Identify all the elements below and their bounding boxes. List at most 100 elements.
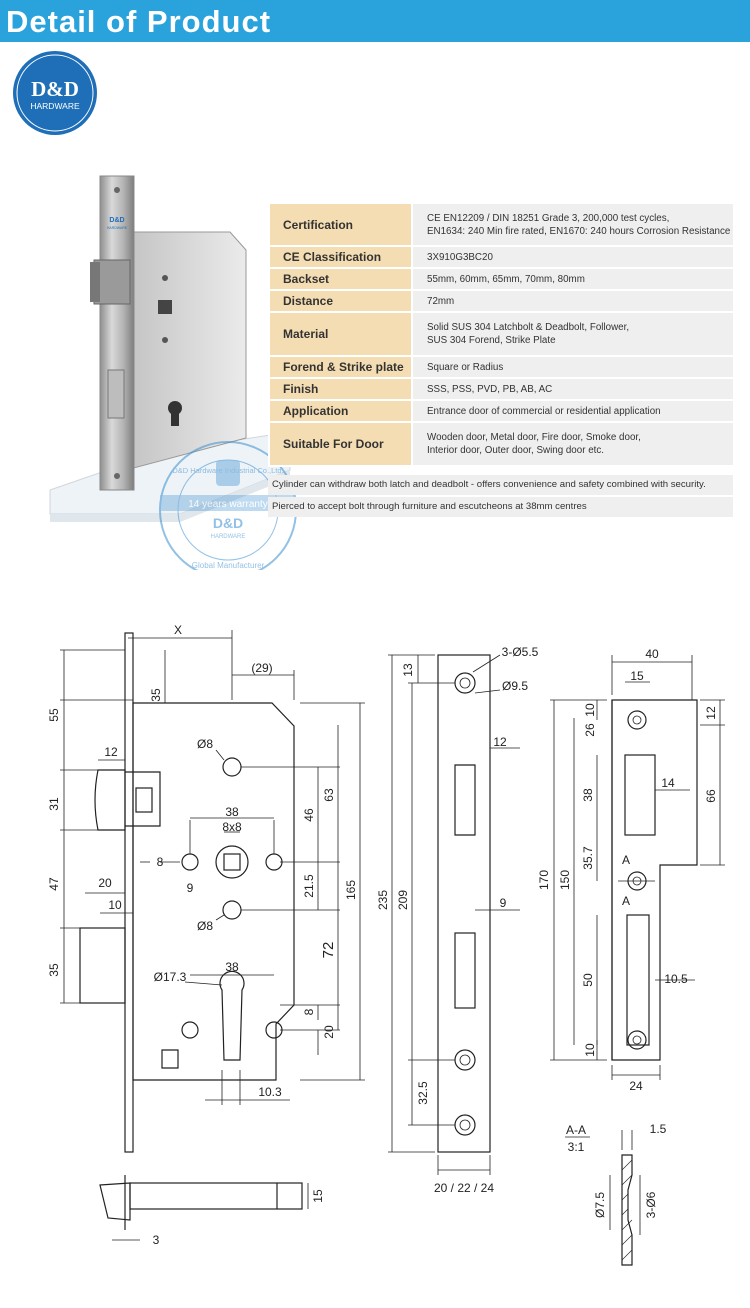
seal-brand: D&D xyxy=(213,515,243,531)
dim-235: 235 xyxy=(376,890,390,910)
spec-row: Backset 55mm, 60mm, 65mm, 70mm, 80mm xyxy=(268,268,733,291)
spec-value-line: CE EN12209 / DIN 18251 Grade 3, 200,000 … xyxy=(427,212,670,224)
dim-8-bottom: 8 xyxy=(302,1008,316,1015)
seal-tagline: Global Manufacturer xyxy=(192,561,265,570)
dim-29: (29) xyxy=(251,661,272,675)
dim-72: 72 xyxy=(320,942,337,959)
dim-31: 31 xyxy=(47,797,61,811)
dim-21-5: 21.5 xyxy=(302,874,316,898)
spec-row: Material Solid SUS 304 Latchbolt & Deadbo… xyxy=(268,312,733,357)
dim-phi8-top: Ø8 xyxy=(197,737,213,751)
page-title: Detail of Product xyxy=(6,4,272,39)
strike-brand: D&D xyxy=(109,217,124,224)
spec-value: SSS, PSS, PVD, PB, AB, AC xyxy=(411,378,733,401)
dim-10: 10 xyxy=(108,898,122,912)
dim-20: 20 xyxy=(98,876,112,890)
dim-35-bolt: 35 xyxy=(47,963,61,977)
spec-key: Material xyxy=(268,312,412,357)
dim-8x8: 8x8 xyxy=(222,820,242,834)
spec-value: 72mm xyxy=(411,290,733,313)
dim-forend-12: 12 xyxy=(493,735,507,749)
dim-63: 63 xyxy=(322,788,336,802)
spec-key: Distance xyxy=(268,290,412,313)
section-title: A-A xyxy=(566,1123,586,1137)
section-mark-a-top: A xyxy=(622,853,630,867)
dim-backset-x: X xyxy=(174,623,182,637)
seal-lock-icon xyxy=(216,460,240,486)
dim-38-top: 38 xyxy=(225,805,239,819)
spec-key: Certification xyxy=(268,204,412,247)
dim-strike-12: 12 xyxy=(704,706,718,720)
dim-phi9-5: Ø9.5 xyxy=(502,679,528,693)
spec-value-line: 3X910G3BC20 xyxy=(427,251,493,263)
dim-strike-14: 14 xyxy=(661,776,675,790)
spec-value: Entrance door of commercial or residenti… xyxy=(411,400,733,423)
header-banner: Detail of Product xyxy=(0,0,750,42)
spec-key: Suitable For Door xyxy=(268,422,412,467)
dim-strike-15: 15 xyxy=(630,669,644,683)
spec-value: Square or Radius xyxy=(411,356,733,379)
dim-strike-10: 10 xyxy=(583,703,597,717)
spec-value: Wooden door, Metal door, Fire door, Smok… xyxy=(411,422,733,467)
spec-value: Solid SUS 304 Latchbolt & Deadbolt, Foll… xyxy=(411,312,733,357)
dim-forend-holes: 3-Ø5.5 xyxy=(502,645,539,659)
spec-value-line: Square or Radius xyxy=(427,361,504,373)
spec-table: Certification CE EN12209 / DIN 18251 Grad… xyxy=(268,204,733,467)
dim-section-1-5: 1.5 xyxy=(650,1122,667,1136)
spec-row: Suitable For Door Wooden door, Metal door… xyxy=(268,422,733,467)
spec-value: CE EN12209 / DIN 18251 Grade 3, 200,000 … xyxy=(411,204,733,247)
dim-46: 46 xyxy=(302,808,316,822)
dim-strike-10-5: 10.5 xyxy=(664,972,688,986)
dim-32-5: 32.5 xyxy=(416,1081,430,1105)
dim-strike-50: 50 xyxy=(581,973,595,987)
spec-value-line: Solid SUS 304 Latchbolt & Deadbolt, Foll… xyxy=(427,322,630,333)
dim-3: 3 xyxy=(153,1233,160,1247)
dim-15: 15 xyxy=(311,1189,325,1203)
dim-209: 209 xyxy=(396,890,410,910)
dim-phi7-5: Ø7.5 xyxy=(593,1192,607,1218)
dim-20-bottom: 20 xyxy=(322,1025,336,1039)
dim-8: 8 xyxy=(157,855,164,869)
spec-key: Finish xyxy=(268,378,412,401)
spec-key: Forend & Strike plate xyxy=(268,356,412,379)
product-image: D&D HARDWARE 14 years warranty D&D HARDW… xyxy=(49,175,297,570)
spec-key: Backset xyxy=(268,268,412,291)
dim-35: 35 xyxy=(149,688,163,702)
dim-9: 9 xyxy=(187,881,194,895)
dim-strike-24: 24 xyxy=(629,1079,643,1093)
dim-phi17-3: Ø17.3 xyxy=(154,970,187,984)
dim-strike-35-7: 35.7 xyxy=(581,846,595,870)
spec-value-line: SUS 304 Forend, Strike Plate xyxy=(427,335,556,346)
dim-phi8-bottom: Ø8 xyxy=(197,919,213,933)
dim-55: 55 xyxy=(47,708,61,722)
dim-165: 165 xyxy=(344,880,358,900)
spec-row: Certification CE EN12209 / DIN 18251 Grad… xyxy=(268,204,733,247)
brand-logo: D&D HARDWARE xyxy=(13,51,97,135)
dim-forend-9: 9 xyxy=(500,896,507,910)
spec-note-pierced: Pierced to accept bolt through furniture… xyxy=(268,497,733,517)
dim-strike-26: 26 xyxy=(583,723,597,737)
spec-value-line: Wooden door, Metal door, Fire door, Smok… xyxy=(427,432,641,443)
spec-value: 3X910G3BC20 xyxy=(411,246,733,269)
section-scale: 3:1 xyxy=(568,1140,585,1154)
dim-strike-38: 38 xyxy=(581,788,595,802)
dim-strike-10-bottom: 10 xyxy=(583,1043,597,1057)
spec-value-line: Entrance door of commercial or residenti… xyxy=(427,405,661,417)
dim-12: 12 xyxy=(104,745,118,759)
seal-warranty: 14 years warranty xyxy=(188,499,267,510)
dim-strike-40: 40 xyxy=(645,647,659,661)
strike-sub: HARDWARE xyxy=(107,226,128,230)
spec-note-cylinder: Cylinder can withdraw both latch and dea… xyxy=(268,475,733,495)
dim-forend-widths: 20 / 22 / 24 xyxy=(434,1181,494,1195)
dim-forend-13: 13 xyxy=(401,663,415,677)
logo-brand: D&D xyxy=(31,77,79,101)
spec-value-line: Interior door, Outer door, Swing door et… xyxy=(427,445,604,456)
spec-value-line: 55mm, 60mm, 65mm, 70mm, 80mm xyxy=(427,273,585,285)
dim-38-bottom: 38 xyxy=(225,960,239,974)
spec-value: 55mm, 60mm, 65mm, 70mm, 80mm xyxy=(411,268,733,291)
dim-47: 47 xyxy=(47,877,61,891)
